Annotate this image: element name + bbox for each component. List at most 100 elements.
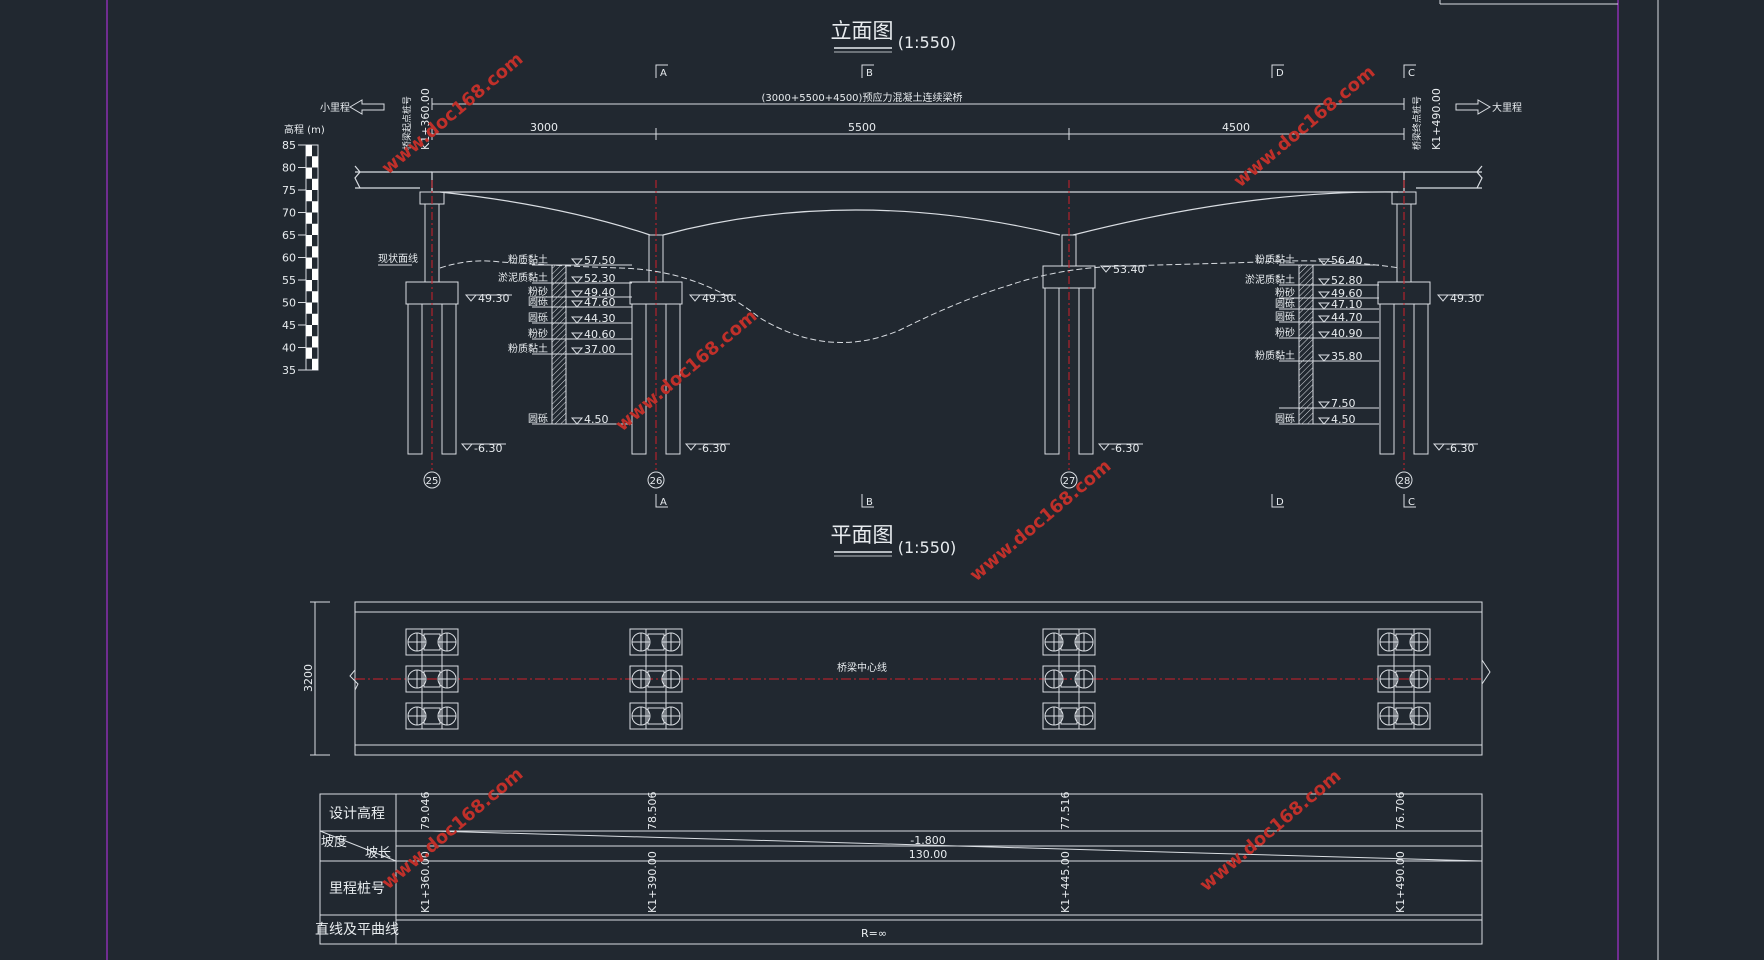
borehole-elevation: 44.70: [1331, 311, 1363, 324]
plan-pile-cap: [405, 628, 459, 656]
scale-bar-cell: [312, 313, 318, 325]
elevation-marker-icon: [464, 294, 478, 302]
pile: [1413, 303, 1429, 455]
pier-top-elevation: 49.30: [478, 292, 510, 305]
scale-bar-cell: [306, 167, 312, 179]
scale-bar-cell: [306, 347, 312, 359]
plan-foundations: [405, 628, 1431, 730]
plan-pile-cap: [1042, 665, 1096, 693]
section-mark-d-top: D: [1276, 68, 1284, 79]
borehole-elevation: 37.00: [584, 343, 616, 356]
borehole-layer-label: 淤泥质黏土: [1245, 273, 1295, 286]
slope-value: -1.800: [910, 834, 945, 847]
left-arrow-icon: [349, 99, 385, 115]
pile: [1078, 287, 1094, 455]
scale-bar-tick-label: 75: [282, 184, 296, 197]
borehole-layer-label: 粉砂: [1275, 286, 1295, 299]
borehole-layer-label: 圆砾: [528, 311, 548, 324]
elevation-scale: (1:550): [898, 33, 957, 52]
elevation-marker-icon: [1317, 302, 1331, 310]
right-station-value: K1+490.00: [1430, 88, 1443, 150]
ground-label: 现状面线: [378, 252, 418, 265]
design-elev-3: 77.516: [1059, 792, 1072, 831]
borehole-layer-label: 淤泥质黏土: [498, 271, 548, 284]
elevation-marker-icon: [570, 417, 584, 425]
elevation-marker-icon: [570, 258, 584, 266]
left-station-value: K1+360.00: [419, 88, 432, 150]
pile-tip-elevation: -6.30: [1111, 442, 1139, 455]
plan-pile-cap: [1042, 702, 1096, 730]
pile-tip-elevation: -6.30: [1446, 442, 1474, 455]
elevation-title: 立面图: [831, 19, 894, 43]
borehole-layer-label: 粉质黏土: [508, 253, 548, 266]
span-3-length: 4500: [1222, 121, 1250, 134]
right-station-label: 桥梁终点桩号: [1411, 96, 1423, 150]
borehole-right: 56.4052.8049.6047.1044.7040.9035.807.504…: [1245, 253, 1379, 426]
plan-view: [310, 601, 1491, 756]
pier-number-circle: [647, 471, 665, 489]
pier-top-elevation: 49.30: [1450, 292, 1482, 305]
pier-number-circle: [1060, 471, 1078, 489]
elevation-marker-icon: [460, 443, 474, 451]
borehole-layer-label: 粉砂: [528, 285, 548, 298]
watermark-1: www.doc168.com: [378, 49, 528, 179]
borehole-elevation: 52.80: [1331, 274, 1363, 287]
scale-bar-cell: [306, 302, 312, 314]
pier-number: 25: [426, 476, 439, 487]
elevation-marker-icon: [1317, 258, 1331, 266]
scale-bar-tick-label: 45: [282, 319, 296, 332]
bridge-deck: [354, 165, 1483, 236]
plan-pile-cap: [1377, 702, 1431, 730]
borehole-elevation: 49.40: [584, 286, 616, 299]
sheet-frame: [106, 0, 1619, 960]
pier-number: 28: [1398, 476, 1411, 487]
elevation-marker-icon: [1317, 278, 1331, 286]
left-direction-label: 小里程: [320, 102, 350, 114]
borehole-layer-label: 圆砾: [1275, 297, 1295, 310]
scale-bar-cell: [312, 156, 318, 168]
scale-bar-tick-label: 55: [282, 274, 296, 287]
elevation-marker-icon: [1317, 401, 1331, 409]
plan-pile-cap: [1377, 665, 1431, 693]
row-slope-length: 坡长: [365, 846, 391, 861]
plan-pile-cap: [629, 665, 683, 693]
plan-pile-cap: [1377, 628, 1431, 656]
borehole-elevation: 4.50: [584, 413, 609, 426]
scale-bar-cell: [312, 201, 318, 213]
borehole-elevation: 57.50: [584, 254, 616, 267]
section-mark-c-top: C: [1408, 68, 1415, 79]
section-mark-b-top: B: [866, 68, 873, 79]
station-3: K1+445.00: [1059, 851, 1072, 913]
plan-pile-cap: [629, 702, 683, 730]
borehole-elevation: 7.50: [1331, 397, 1356, 410]
section-marks-bottom: [655, 494, 1416, 508]
pier-number-circle: [423, 471, 441, 489]
scale-bar-cell: [306, 257, 312, 269]
borehole-layer-label: 圆砾: [1275, 310, 1295, 323]
left-station-label: 桥梁起点桩号: [401, 96, 413, 150]
design-elev-2: 78.506: [646, 792, 659, 831]
borehole-left: 57.5052.3049.4047.6044.3040.6037.004.50粉…: [498, 253, 632, 426]
row-station: 里程桩号: [329, 880, 385, 897]
borehole-column: [551, 264, 567, 425]
station-1: K1+360.00: [419, 851, 432, 913]
elevation-marker-icon: [1097, 443, 1111, 451]
borehole-layer-label: 粉质黏土: [508, 342, 548, 355]
plan-centerline-label: 桥梁中心线: [837, 661, 887, 674]
scale-bar-cell: [306, 145, 312, 157]
span-1-length: 3000: [530, 121, 558, 134]
alignment-value: R=∞: [861, 927, 887, 940]
scale-bar-cell: [312, 268, 318, 280]
plan-pile-cap: [405, 702, 459, 730]
watermarks: www.doc168.com www.doc168.com www.doc168…: [378, 49, 1380, 896]
profile-table: [319, 793, 1483, 945]
elevation-marker-icon: [1432, 443, 1446, 451]
right-direction-label: 大里程: [1492, 101, 1522, 114]
scale-bar-cell: [312, 178, 318, 190]
span-title: (3000+5500+4500)预应力混凝土连续梁桥: [762, 91, 963, 104]
pile: [441, 303, 457, 455]
borehole-elevation: 49.60: [1331, 287, 1363, 300]
row-alignment: 直线及平曲线: [315, 921, 399, 938]
right-arrow-icon: [1455, 99, 1491, 115]
